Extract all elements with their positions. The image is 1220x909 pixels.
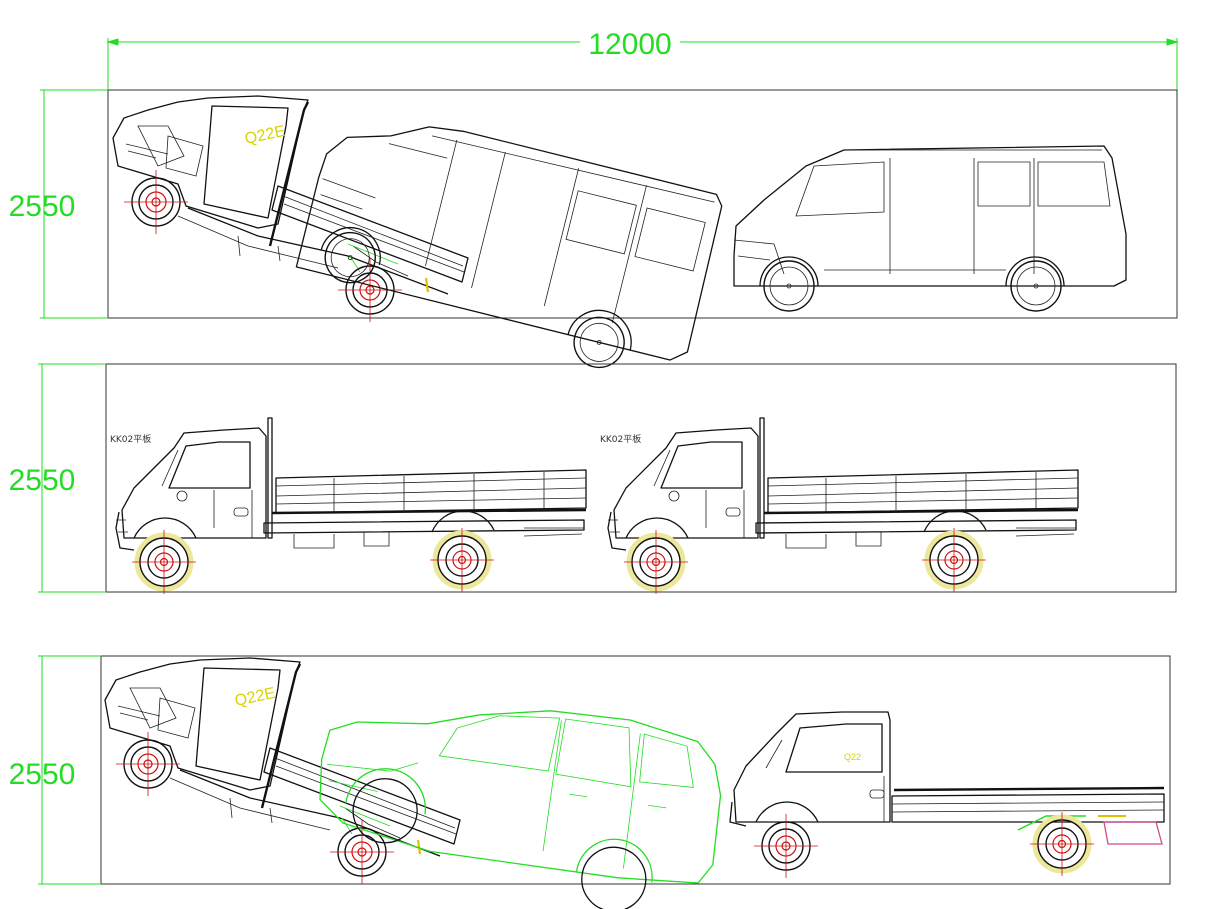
- overall-length-label: 12000: [588, 28, 671, 61]
- row-1-truck-tag: Q22E: [243, 123, 287, 148]
- row-2-frame: [105, 363, 1177, 593]
- row-3-flatbed-truck: Q22: [729, 711, 1165, 879]
- row-3-height-dimension: 2550: [9, 655, 101, 885]
- row-2-height-dimension: 2550: [9, 363, 106, 593]
- overall-length-dimension: 12000: [106, 28, 1179, 90]
- row-3-height-label: 2550: [9, 758, 76, 791]
- row-3-truck-tag: Q22E: [233, 685, 277, 710]
- row-2-flatbed-truck-1: [116, 418, 586, 594]
- row-3-layout: 2550 Q22E: [9, 655, 1171, 909]
- row-3-right-truck-tag: Q22: [844, 752, 861, 762]
- row-1-van: [733, 145, 1127, 312]
- row-1-frame: [107, 89, 1178, 319]
- row-1-height-dimension: 2550: [9, 89, 108, 319]
- row-3-tow-truck: Q22E: [105, 658, 460, 884]
- row-2-truck-1-note: KK02平板: [110, 433, 151, 445]
- row-2-height-label: 2550: [9, 464, 76, 497]
- row-1-height-label: 2550: [9, 190, 76, 223]
- row-3-frame: [100, 655, 1171, 885]
- row-2-flatbed-truck-2: [608, 418, 1078, 594]
- row-3-loaded-suv: [319, 710, 722, 909]
- row-2-truck-2-note: KK02平板: [600, 433, 641, 445]
- row-1-layout: 2550 Q22E: [9, 89, 1178, 374]
- row-2-layout: 2550 KK02平板 KK02平板: [9, 363, 1177, 594]
- row-1-loaded-van: [295, 126, 723, 374]
